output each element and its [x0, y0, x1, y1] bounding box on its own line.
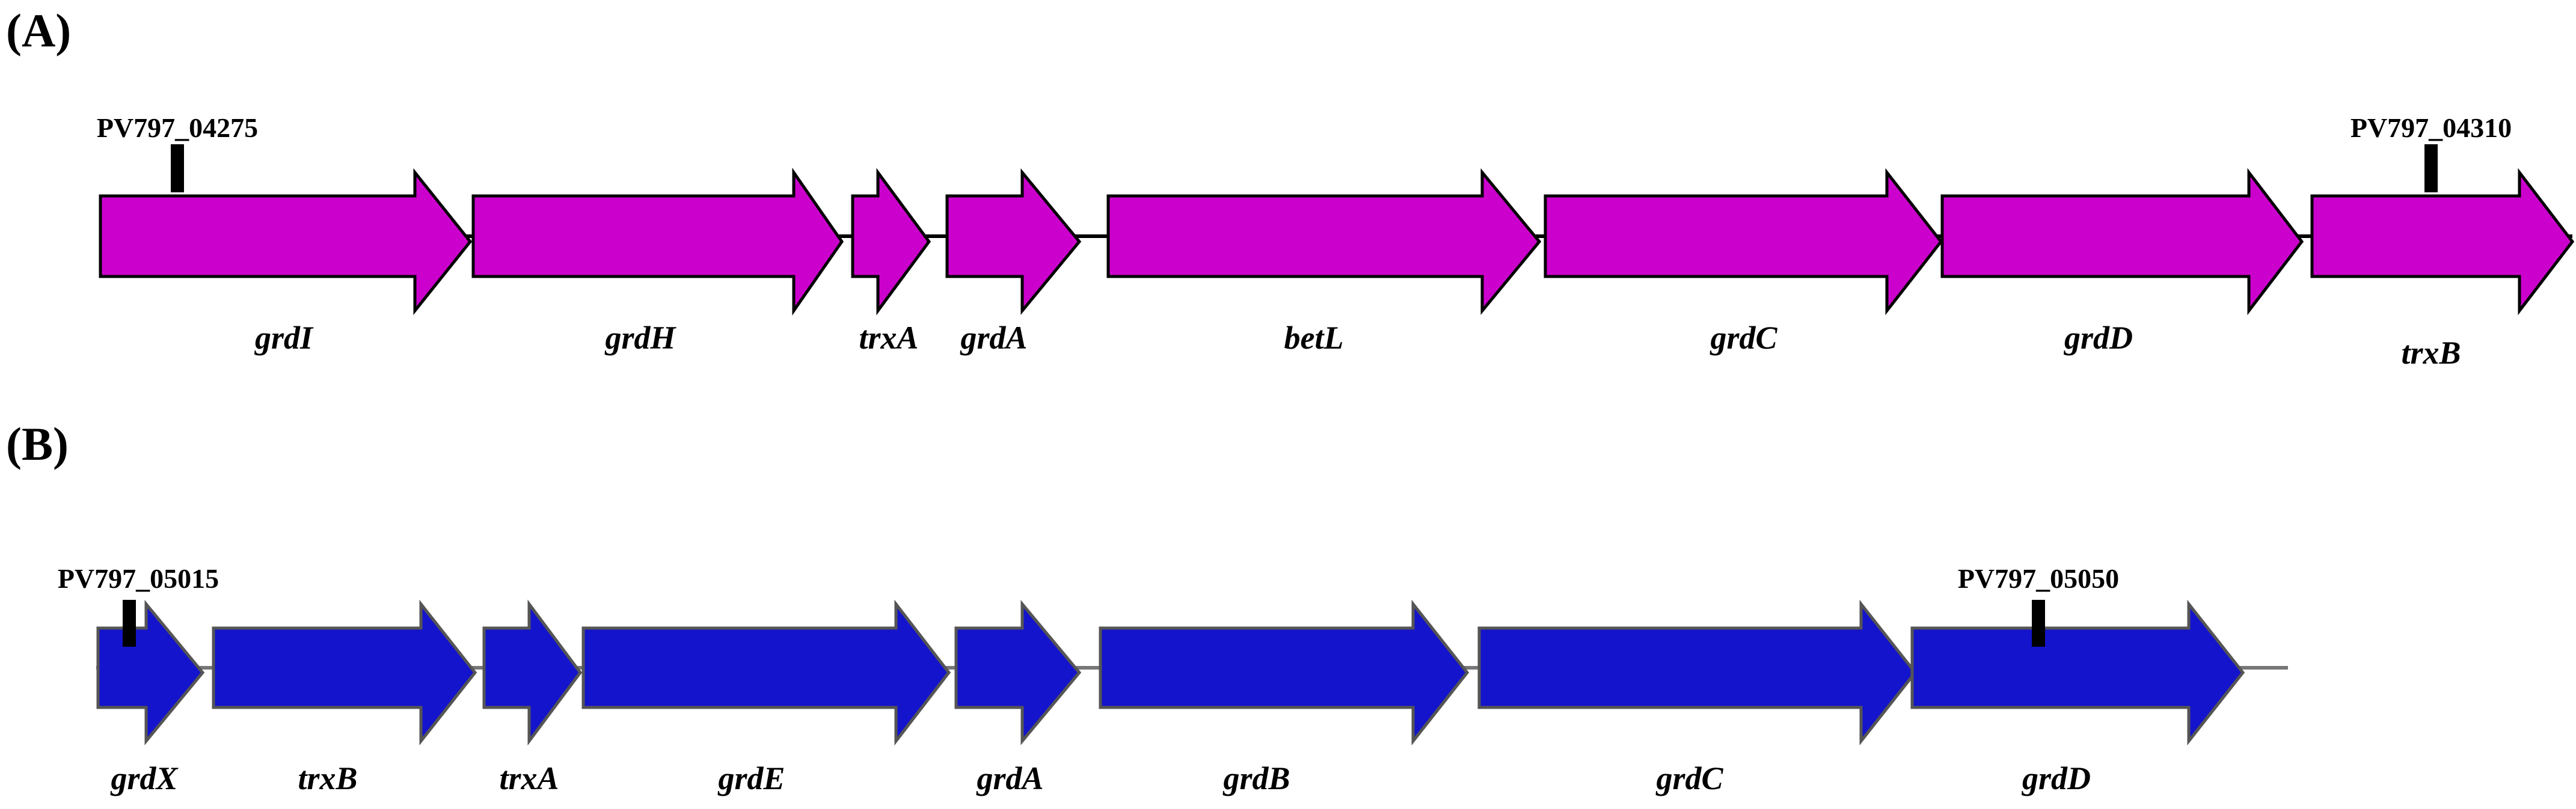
gene-arrow: [96, 600, 205, 745]
gene-arrow-shape: [1099, 599, 1470, 746]
gene-arrow: [945, 168, 1082, 315]
gene-arrow: [851, 168, 931, 316]
gene-arrow: [212, 599, 477, 746]
gene-arrow: [1099, 599, 1470, 746]
locus-tick-marker: [123, 600, 136, 647]
gene-arrow: [1544, 168, 1943, 316]
gene-label-grda: grdA: [977, 760, 1044, 796]
gene-arrow-shape: [482, 599, 583, 746]
gene-arrow: [954, 600, 1082, 745]
gene-arrow: [471, 168, 844, 316]
gene-label-trxb: trxB: [2401, 335, 2461, 371]
gene-arrow-shape: [1106, 168, 1542, 315]
gene-arrow: [1940, 168, 2304, 316]
gene-label-trxa: trxA: [499, 760, 559, 796]
gene-arrow: [2310, 168, 2575, 316]
locus-tag-label: PV797_05015: [57, 563, 219, 594]
gene-arrow-shape: [945, 168, 1082, 315]
gene-arrow-shape: [1544, 168, 1943, 316]
gene-arrow: [1477, 599, 1918, 746]
gene-arrow-shape: [954, 600, 1082, 745]
panel-letter-b: (B): [6, 418, 69, 470]
gene-label-trxb: trxB: [298, 760, 358, 796]
locus-tick-marker: [171, 144, 184, 192]
gene-arrow: [581, 599, 951, 746]
locus-tag-label: PV797_04310: [2350, 112, 2512, 143]
gene-label-grdb: grdB: [1223, 760, 1290, 796]
gene-arrow-shape: [1477, 599, 1918, 746]
gene-arrow: [1910, 599, 2245, 746]
gene-label-grdx: grdX: [111, 760, 178, 796]
gene-label-grde: grdE: [718, 760, 785, 796]
gene-label-grdd: grdD: [2064, 320, 2133, 356]
locus-tag-label: PV797_04275: [96, 112, 259, 143]
gene-label-grdi: grdI: [254, 320, 313, 356]
gene-label-grdd: grdD: [2022, 760, 2091, 796]
gene-arrow: [482, 599, 583, 746]
gene-arrow: [1106, 168, 1542, 315]
panel-letter-a: (A): [6, 4, 72, 56]
gene-label-grdc: grdC: [1710, 320, 1777, 356]
locus-tag-label: PV797_05050: [1957, 563, 2120, 594]
gene-label-trxa: trxA: [859, 320, 919, 356]
gene-arrow-shape: [851, 168, 931, 316]
gene-arrow-shape: [99, 168, 473, 316]
gene-arrow-shape: [1910, 599, 2245, 746]
locus-tick-marker: [2424, 144, 2438, 192]
gene-label-grda: grdA: [960, 320, 1028, 356]
gene-label-grdh: grdH: [605, 320, 676, 356]
gene-arrow: [99, 168, 473, 316]
gene-arrow-shape: [1940, 168, 2304, 316]
gene-arrow-shape: [2310, 168, 2575, 316]
gene-arrow-shape: [471, 168, 844, 316]
locus-tick-marker: [2032, 600, 2045, 647]
gene-label-betl: betL: [1284, 320, 1344, 356]
gene-arrow-shape: [581, 599, 951, 746]
gene-label-grdc: grdC: [1656, 760, 1723, 796]
gene-arrow-shape: [96, 600, 205, 745]
gene-arrow-shape: [212, 599, 477, 746]
